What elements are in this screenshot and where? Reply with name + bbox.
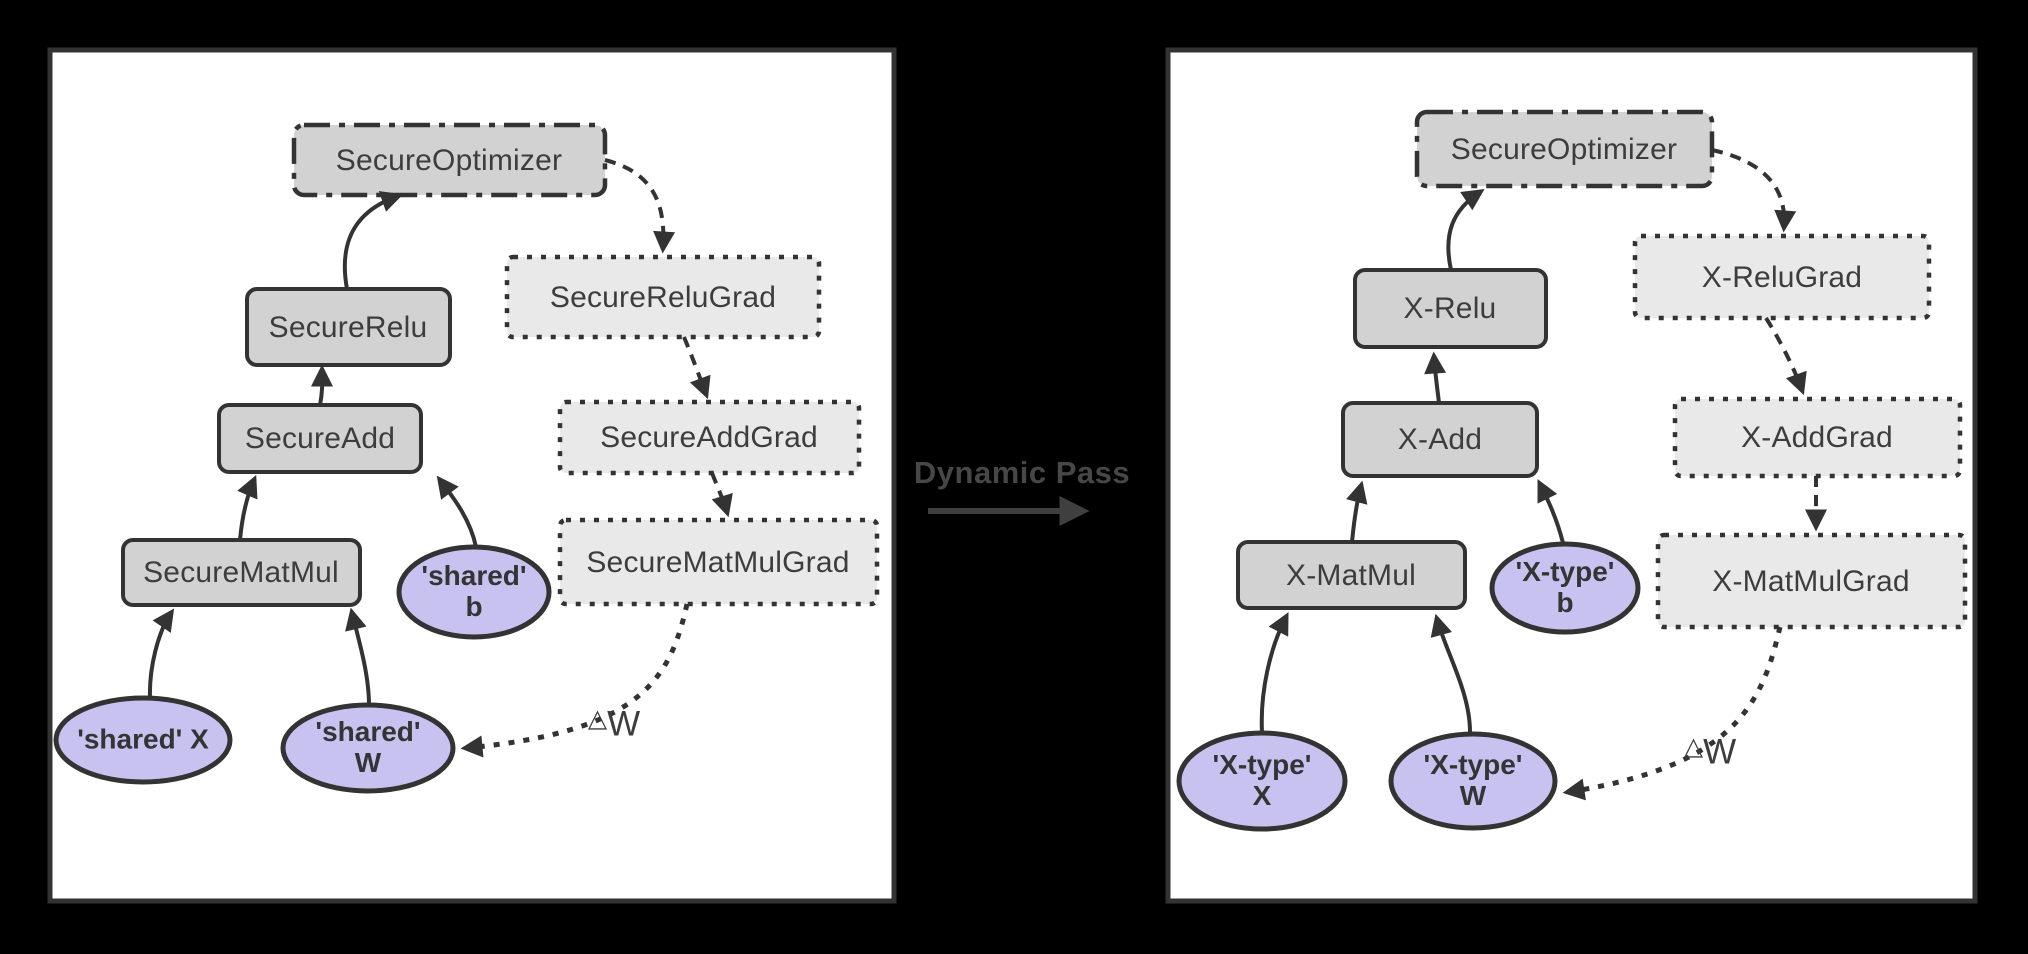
left-node-var-x <box>53 695 233 785</box>
right-label-x-add-grad: X-AddGrad <box>1741 421 1893 454</box>
left-node-secure-add-grad <box>557 399 862 476</box>
left-edge-relu-grad-to-add-grad <box>682 336 711 400</box>
left-node-secure-matmul-grad <box>557 517 880 607</box>
right-node-var-w <box>1388 731 1558 831</box>
left-node-secure-relu <box>245 287 452 367</box>
left-label-secure-add: SecureAdd <box>244 422 396 455</box>
right-edge-b-to-add <box>1537 479 1565 544</box>
left-edge-matmul-to-add <box>237 474 258 541</box>
right-node-var-b <box>1489 541 1641 635</box>
right-label-x-relu: X-Relu <box>1403 292 1497 325</box>
left-node-secure-optimizer <box>291 122 608 198</box>
right-node-x-matmul-grad <box>1655 532 1968 630</box>
left-label-secure-matmul: SecureMatMul <box>143 556 339 589</box>
transition-label: Dynamic Pass <box>913 455 1131 490</box>
right-label-x-relu-grad: X-ReluGrad <box>1701 261 1863 294</box>
right-node-x-matmul <box>1236 540 1467 610</box>
left-label-secure-add-grad: SecureAddGrad <box>600 421 818 454</box>
right-edge-x-to-matmul <box>1259 612 1289 733</box>
left-edge-matmul-grad-to-w <box>460 603 690 758</box>
left-edge-x-to-matmul <box>147 608 175 699</box>
left-edge-optimizer-to-relu-grad <box>604 158 676 254</box>
right-label-x-add: X-Add <box>1397 423 1483 456</box>
left-label-secure-relu-grad: SecureReluGrad <box>549 281 777 314</box>
right-label-var-b: 'X-type'b <box>1515 556 1615 618</box>
right-label-secure-optimizer: SecureOptimizer <box>1450 133 1678 166</box>
right-node-secure-optimizer <box>1414 109 1715 189</box>
right-label-x-matmul-grad: X-MatMulGrad <box>1712 565 1910 598</box>
left-label-var-x: 'shared' X <box>77 723 209 755</box>
right-edge-relu-to-optimizer <box>1446 188 1485 271</box>
left-label-delta-w: △W <box>587 704 641 744</box>
right-edge-optimizer-to-relu-grad <box>1711 148 1797 233</box>
left-label-var-w: 'shared'W <box>315 716 421 778</box>
left-edge-add-to-relu <box>311 364 334 406</box>
left-label-secure-matmul-grad: SecureMatMulGrad <box>586 546 850 579</box>
right-label-x-matmul: X-MatMul <box>1286 559 1416 592</box>
right-node-x-add <box>1341 401 1539 478</box>
right-edge-w-to-matmul <box>1430 613 1472 733</box>
left-edge-b-to-add <box>436 475 478 548</box>
right-edge-relu-grad-to-add-grad <box>1764 316 1807 396</box>
right-node-x-relu-grad <box>1632 233 1932 321</box>
right-label-delta-w: △W <box>1683 732 1737 772</box>
right-edge-add-to-relu <box>1424 351 1447 404</box>
right-node-var-x <box>1176 730 1348 832</box>
right-edge-matmul-to-add <box>1346 480 1368 543</box>
left-label-secure-optimizer: SecureOptimizer <box>335 144 563 177</box>
left-label-var-b: 'shared'b <box>421 560 527 622</box>
left-label-secure-relu: SecureRelu <box>268 311 428 344</box>
left-edge-relu-to-optimizer <box>342 191 404 290</box>
left-edge-add-grad-to-matmul-grad <box>710 472 733 518</box>
left-edge-w-to-matmul <box>345 607 371 706</box>
left-node-secure-relu-grad <box>504 254 822 340</box>
right-label-var-w: 'X-type'W <box>1423 749 1523 811</box>
right-label-var-x: 'X-type'X <box>1212 749 1312 811</box>
